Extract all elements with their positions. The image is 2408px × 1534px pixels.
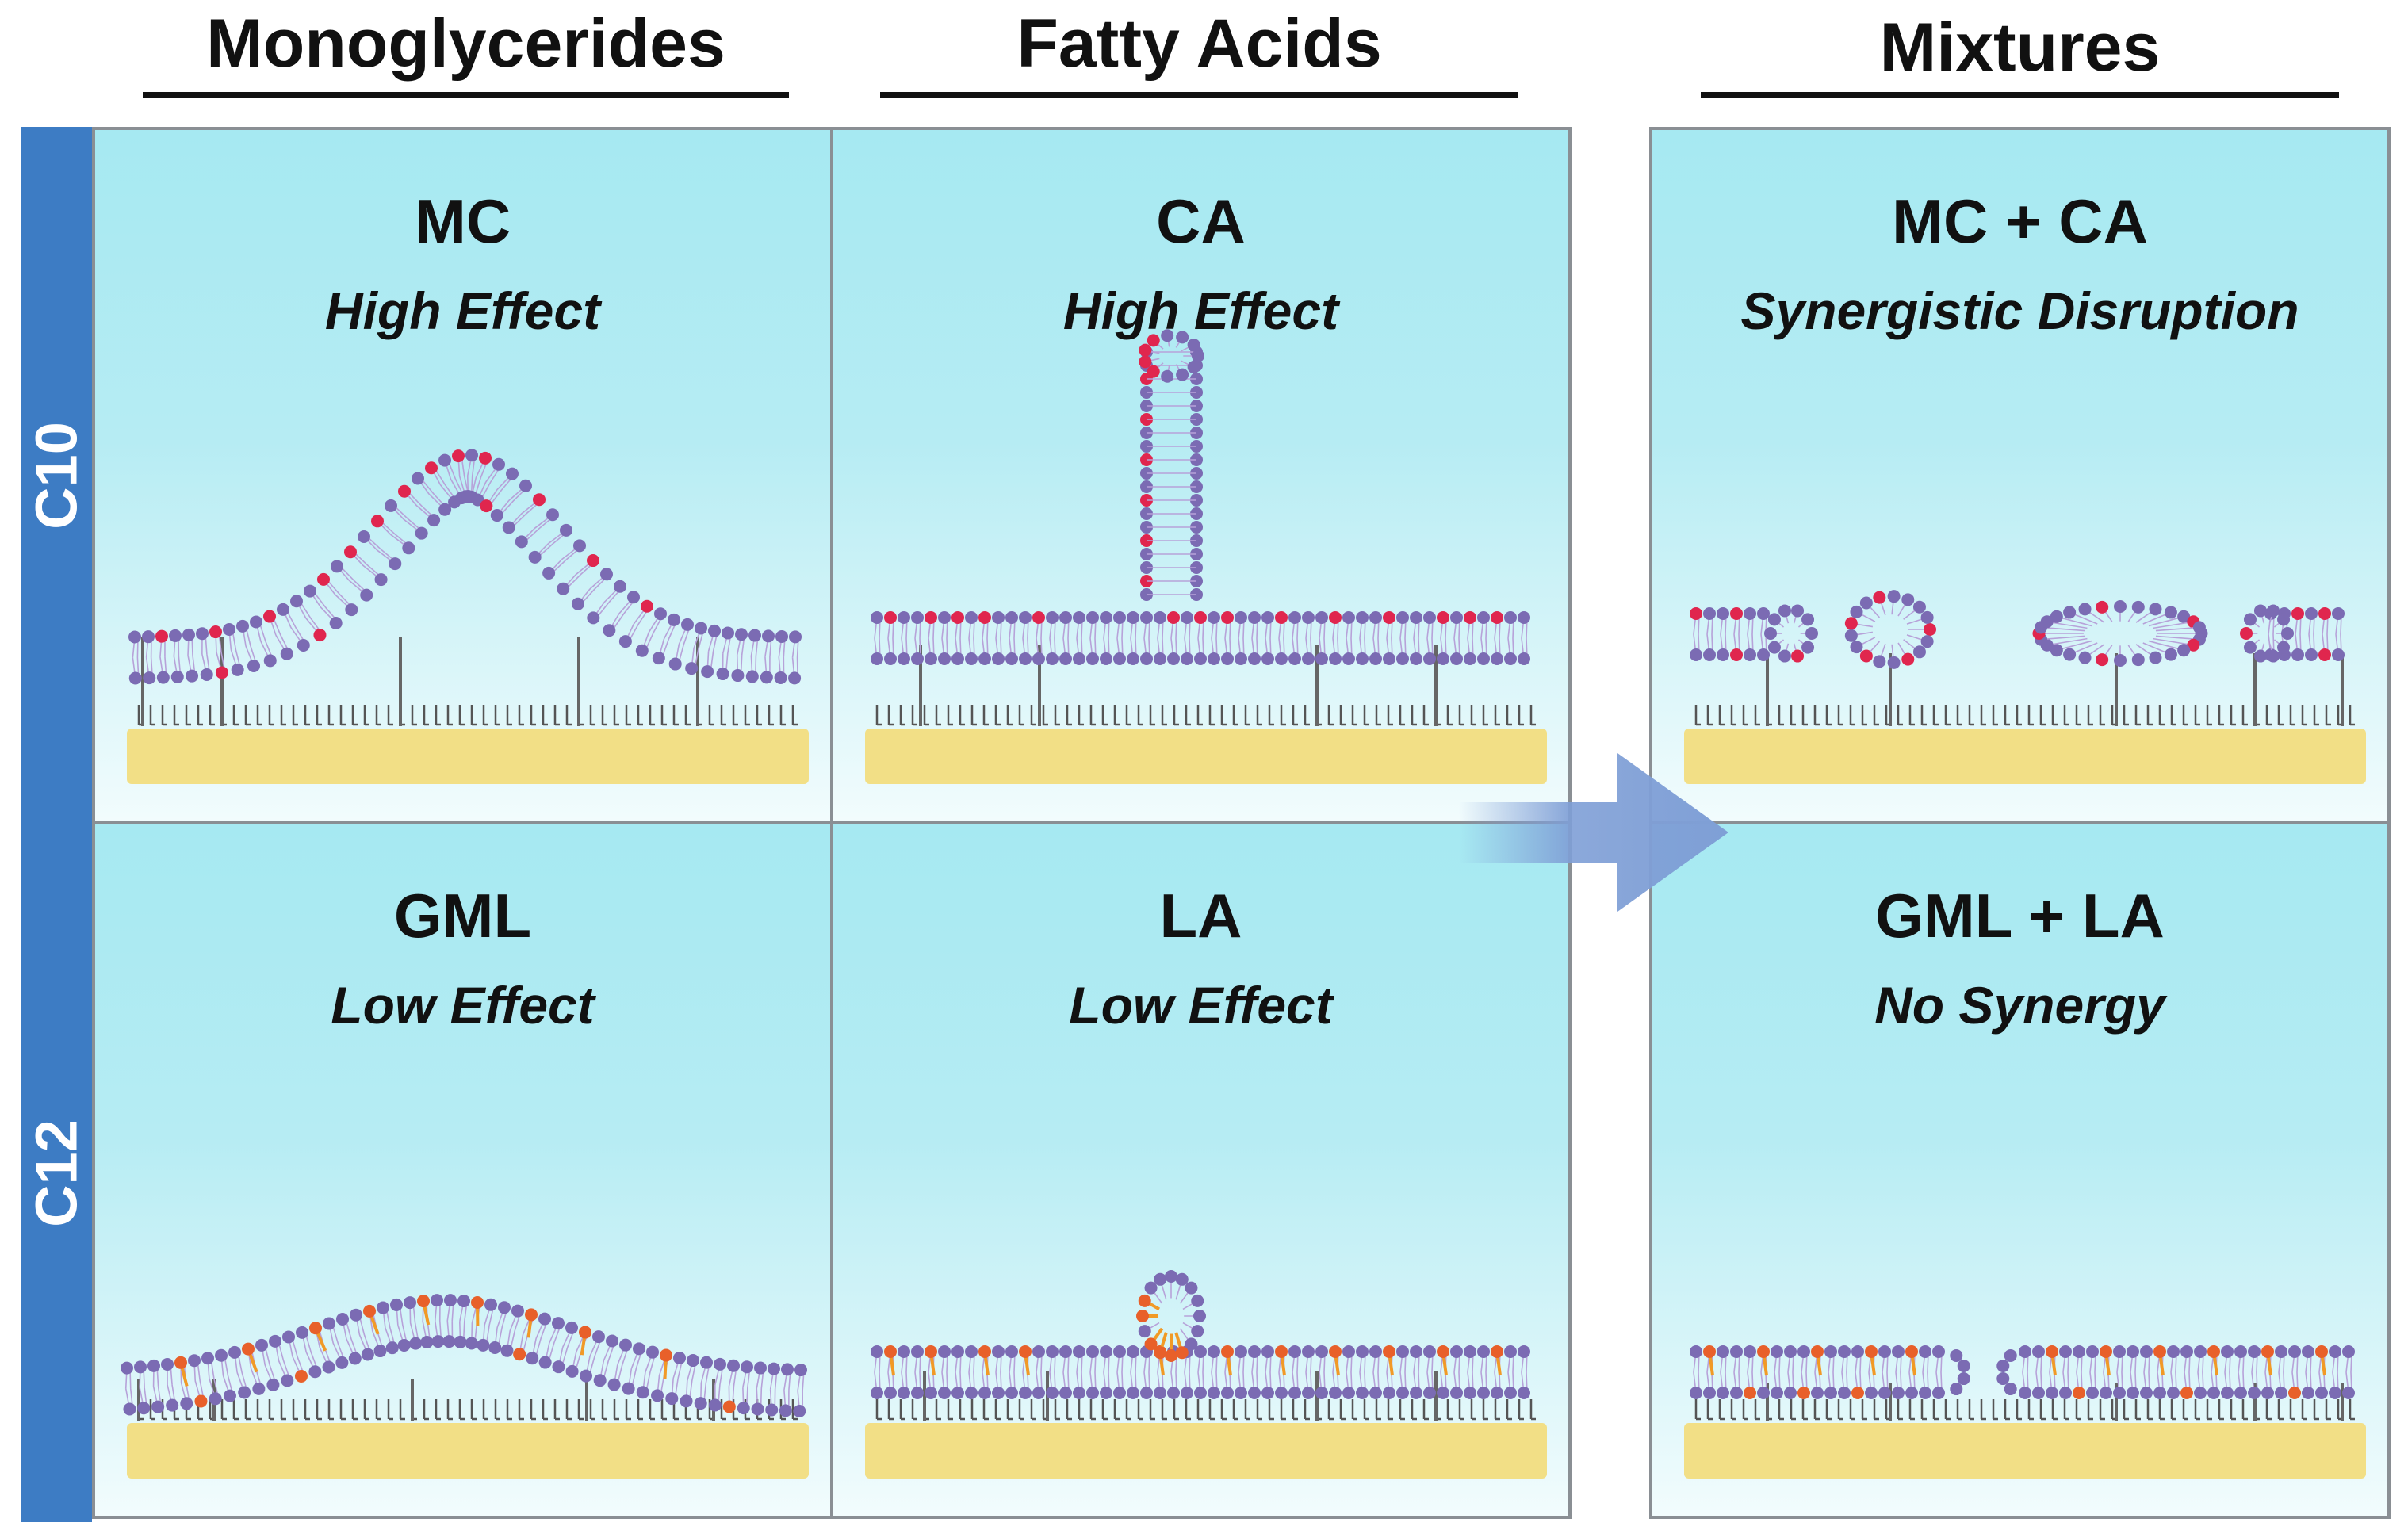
- gold-substrate: [127, 1423, 809, 1479]
- membrane-illustration: [127, 449, 809, 784]
- bilayer-end-cap: [1996, 1348, 2017, 1396]
- membrane-illustration: [1684, 1345, 2366, 1479]
- panel-title: MC + CA: [1892, 186, 2148, 256]
- gold-substrate: [127, 729, 809, 784]
- panel-gml: GML Low Effect: [92, 821, 833, 1519]
- panel-subtitle: No Synergy: [1874, 976, 2165, 1035]
- lipid-bilayer: [1690, 607, 1770, 661]
- bilayer-end-cap: [1950, 1348, 1970, 1396]
- lipid-bilayer: [871, 1345, 1530, 1399]
- tubule: [1140, 346, 1203, 601]
- lipid-bilayer: [871, 611, 1530, 665]
- panel-title: GML + LA: [1875, 881, 2165, 951]
- column-header-monoglycerides: Monoglycerides: [143, 0, 789, 99]
- row-label-text: C12: [23, 1119, 90, 1227]
- lipid-vesicle: [2240, 604, 2294, 663]
- panel-subtitle: High Effect: [1062, 281, 1339, 340]
- gold-substrate: [865, 1423, 1547, 1479]
- membrane-illustration: [865, 1270, 1547, 1479]
- row-label-c10: C10: [21, 127, 92, 824]
- column-header-label: Monoglycerides: [206, 6, 725, 82]
- lipid-vesicle: [2032, 600, 2208, 667]
- lipid-bilayer: [2019, 1345, 2355, 1399]
- panel-mc-ca: MC + CA Synergistic Disruption: [1649, 127, 2391, 824]
- lipid-vesicle: [1844, 590, 1936, 669]
- panel-la: LA Low Effect: [830, 821, 1572, 1519]
- lipid-vesicle: [1136, 1270, 1206, 1362]
- lipid-vesicle: [1764, 604, 1818, 663]
- lipid-bilayer: [121, 1294, 807, 1418]
- column-header-fatty-acids: Fatty Acids: [880, 0, 1518, 99]
- gold-substrate: [1684, 729, 2366, 784]
- tether-comb: [1694, 705, 2355, 726]
- panel-gml-la: GML + LA No Synergy: [1649, 821, 2391, 1519]
- panel-subtitle: Low Effect: [331, 976, 595, 1035]
- panel-subtitle: High Effect: [324, 281, 601, 340]
- panel-title: MC: [414, 186, 511, 256]
- column-header-rule: [880, 92, 1518, 98]
- gold-substrate: [865, 729, 1547, 784]
- panel-title: LA: [1159, 881, 1242, 951]
- membrane-illustration: [121, 1294, 809, 1479]
- panel-title: GML: [393, 881, 532, 951]
- tether-comb: [137, 705, 798, 726]
- column-header-label: Mixtures: [1879, 10, 2161, 86]
- tether-comb: [1694, 1399, 2355, 1421]
- membrane-illustration: [1684, 590, 2366, 784]
- column-header-mixtures: Mixtures: [1701, 0, 2339, 99]
- panel-title: CA: [1156, 186, 1246, 256]
- lipid-bilayer: [128, 449, 802, 685]
- panel-subtitle: Low Effect: [1069, 976, 1333, 1035]
- panel-mc: MC High Effect: [92, 127, 833, 824]
- row-label-text: C10: [23, 422, 90, 530]
- lipid-vesicle: [1139, 329, 1204, 383]
- membrane-illustration: [865, 329, 1547, 784]
- column-header-rule: [1701, 92, 2339, 98]
- column-header-label: Fatty Acids: [1016, 6, 1382, 82]
- tether-comb: [875, 705, 1536, 726]
- column-header-rule: [143, 92, 789, 98]
- panel-subtitle: Synergistic Disruption: [1740, 281, 2299, 340]
- row-label-c12: C12: [21, 824, 92, 1522]
- gold-substrate: [1684, 1423, 2366, 1479]
- lipid-bilayer: [1690, 1345, 1945, 1399]
- panel-ca: CA High Effect: [830, 127, 1572, 824]
- right-arrow-icon: [1459, 753, 1728, 912]
